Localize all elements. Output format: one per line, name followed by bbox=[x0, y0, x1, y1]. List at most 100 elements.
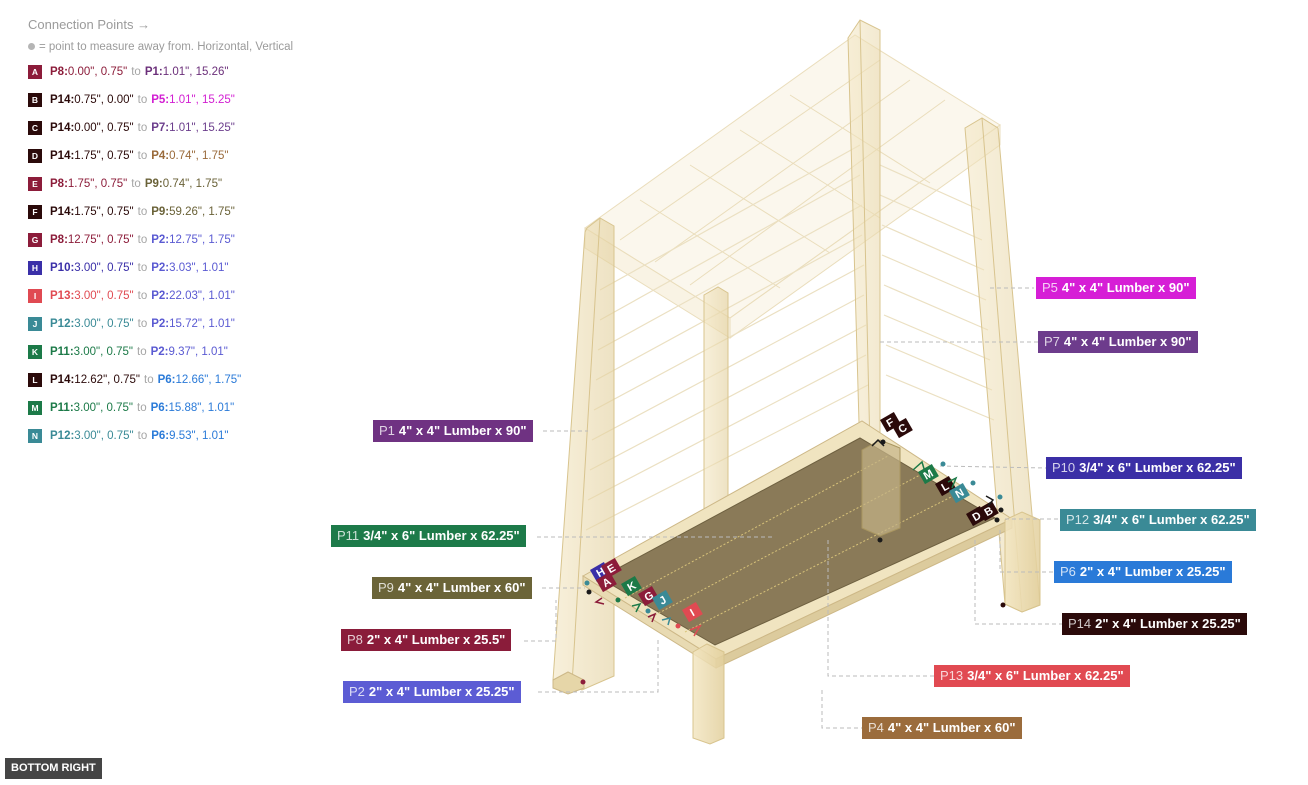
marker-e: E bbox=[601, 558, 622, 579]
connection-to-values: 3.03", 1.01" bbox=[169, 262, 229, 274]
part-description: 4" x 4" Lumber x 90" bbox=[1063, 334, 1192, 349]
connection-from-values: 12.75", 0.75" bbox=[67, 234, 134, 246]
connection-to-values: 15.88", 1.01" bbox=[168, 402, 235, 414]
connection-from-part: P10: bbox=[50, 262, 75, 274]
part-description: 2" x 4" Lumber x 25.25" bbox=[1095, 616, 1241, 631]
connection-to-word: to bbox=[137, 290, 148, 302]
marker-b: B bbox=[978, 501, 999, 522]
part-description: 4" x 4" Lumber x 60" bbox=[397, 580, 526, 595]
connection-to-word: to bbox=[137, 318, 148, 330]
connection-from-values: 3.00", 0.75" bbox=[73, 346, 133, 358]
connection-to-part: P2: bbox=[151, 290, 170, 302]
connection-to-values: 59.26", 1.75" bbox=[169, 206, 235, 218]
connection-to-part: P2: bbox=[151, 234, 170, 246]
connection-points-title[interactable]: Connection Points → bbox=[28, 17, 151, 32]
connection-letter-badge: J bbox=[28, 317, 42, 331]
connection-to-word: to bbox=[144, 374, 154, 386]
connection-from-part: P14: bbox=[50, 122, 75, 134]
connection-to-values: 0.74", 1.75" bbox=[169, 150, 229, 162]
part-description: 3/4" x 6" Lumber x 62.25" bbox=[967, 668, 1124, 683]
connection-to-part: P7: bbox=[151, 122, 170, 134]
part-description: 4" x 4" Lumber x 60" bbox=[887, 720, 1016, 735]
connection-points-note: = point to measure away from. Horizontal… bbox=[28, 36, 358, 58]
part-description: 3/4" x 6" Lumber x 62.25" bbox=[1079, 460, 1236, 475]
connection-to-part: P6: bbox=[151, 430, 170, 442]
part-id: P4 bbox=[868, 720, 884, 735]
connection-from-values: 1.75", 0.75" bbox=[74, 206, 134, 218]
connection-from-values: 1.75", 0.75" bbox=[67, 178, 128, 190]
connection-letter-badge: D bbox=[28, 149, 42, 163]
connection-to-word: to bbox=[137, 206, 148, 218]
part-id: P2 bbox=[349, 684, 365, 699]
connection-to-part: P9: bbox=[151, 206, 170, 218]
post-p7-foot bbox=[1004, 511, 1041, 613]
back-slats bbox=[585, 144, 995, 531]
connection-letter-badge: B bbox=[28, 93, 42, 107]
connection-points-panel: Connection Points → = point to measure a… bbox=[28, 14, 358, 450]
connection-from-values: 0.75", 0.00" bbox=[74, 94, 134, 106]
marker-m: M bbox=[918, 464, 939, 485]
part-id: P11 bbox=[337, 528, 360, 543]
part-description: 2" x 4" Lumber x 25.5" bbox=[366, 632, 506, 647]
leader-lines bbox=[524, 287, 1062, 729]
connection-to-values: 1.01", 15.25" bbox=[169, 122, 235, 134]
svg-text:I: I bbox=[688, 607, 697, 619]
connection-to-part: P2: bbox=[151, 262, 170, 274]
connection-from-values: 3.00", 0.75" bbox=[74, 290, 134, 302]
connection-from-part: P11: bbox=[50, 346, 74, 358]
marker-i: I bbox=[682, 602, 703, 623]
connection-to-values: 1.01", 15.26" bbox=[162, 66, 229, 78]
svg-text:J: J bbox=[657, 594, 668, 607]
connection-to-word: to bbox=[137, 402, 147, 414]
connection-to-values: 12.66", 1.75" bbox=[175, 374, 242, 386]
connection-from-values: 3.00", 0.75" bbox=[74, 262, 134, 274]
connection-letter-badge: G bbox=[28, 233, 42, 247]
part-id: P10 bbox=[1052, 460, 1076, 475]
connection-letter-badge: K bbox=[28, 345, 42, 359]
part-id: P7 bbox=[1044, 334, 1060, 349]
connection-to-values: 1.01", 15.25" bbox=[169, 94, 235, 106]
connection-letter-badge: F bbox=[28, 205, 42, 219]
post-p1-foot bbox=[552, 671, 585, 695]
part-id: P6 bbox=[1060, 564, 1076, 579]
point-dot-icon bbox=[28, 43, 35, 50]
connection-letter-badge: L bbox=[28, 373, 42, 387]
marker-j: J bbox=[652, 590, 673, 611]
connection-to-values: 15.72", 1.01" bbox=[169, 318, 235, 330]
connection-to-part: P6: bbox=[157, 374, 176, 386]
connection-markers: F C M L N D B H E A K G J I bbox=[590, 412, 999, 623]
upper-frame bbox=[584, 34, 1001, 339]
direction-arrows bbox=[594, 438, 995, 637]
connection-to-word: to bbox=[137, 122, 148, 134]
view-bottom-right-button[interactable]: BOTTOM RIGHT bbox=[5, 758, 102, 779]
connection-from-part: P13: bbox=[50, 290, 75, 302]
